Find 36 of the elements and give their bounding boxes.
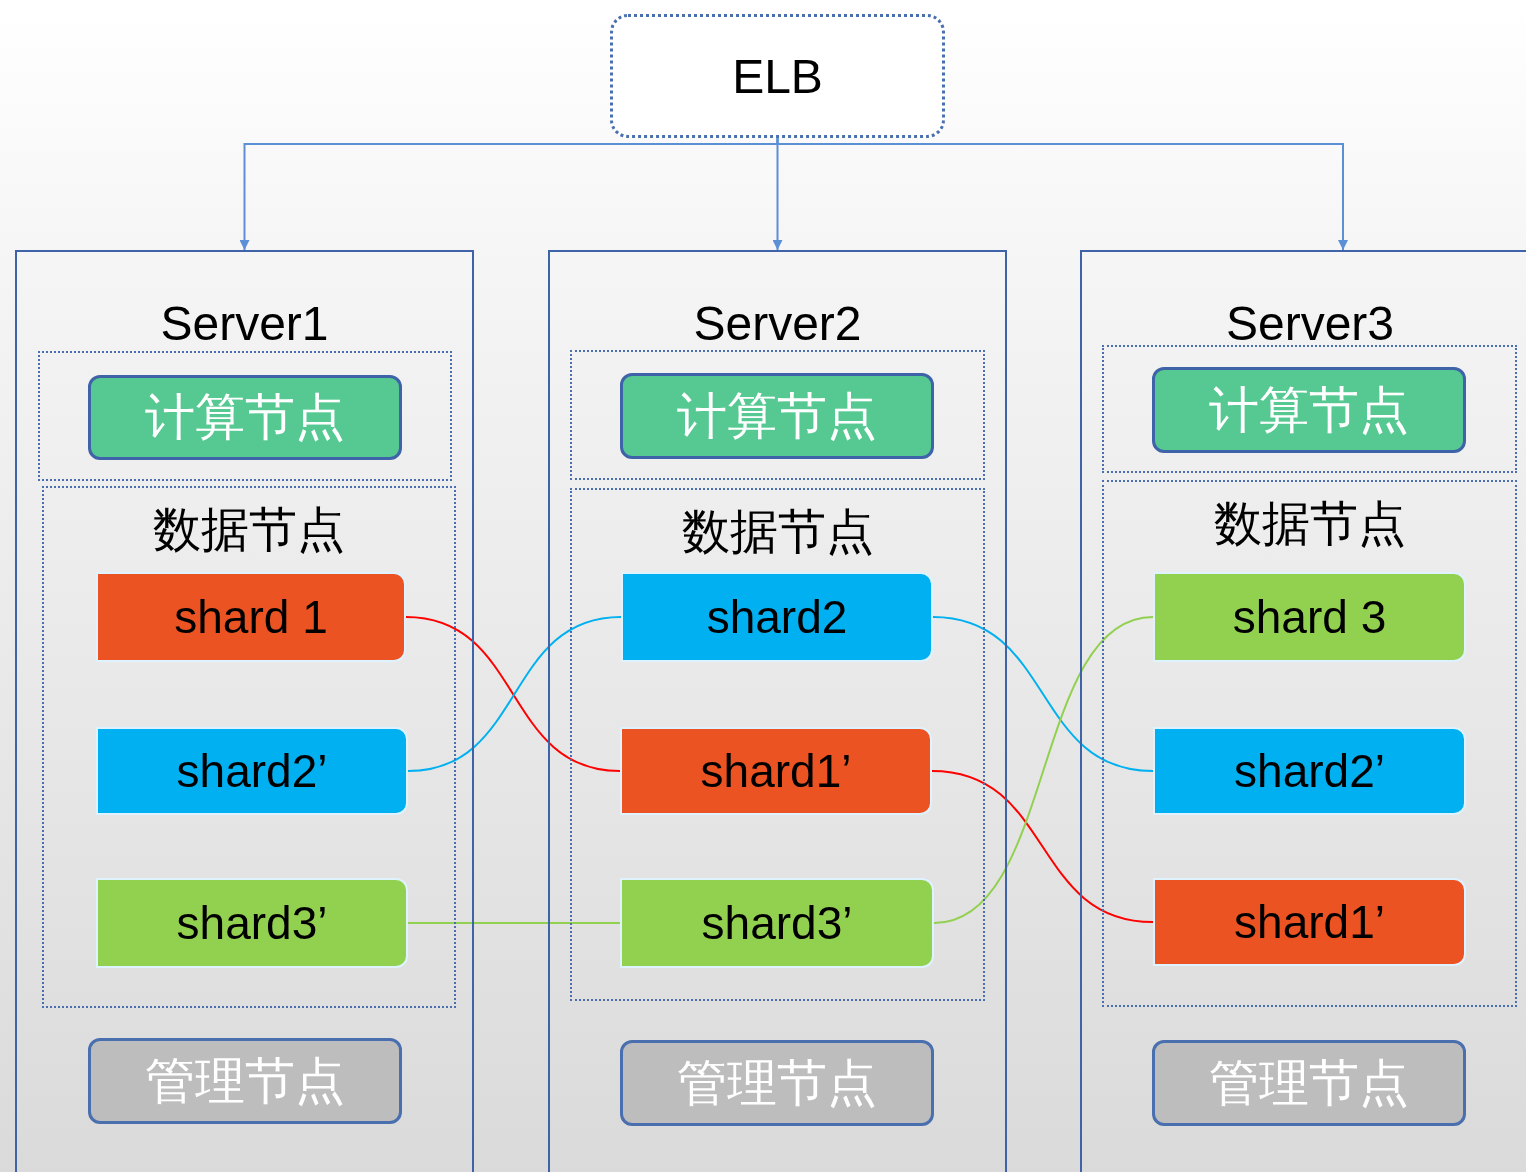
management-node-box: 管理节点: [88, 1038, 402, 1124]
compute-node-box: 计算节点: [1152, 367, 1466, 453]
data-group-box: [570, 488, 985, 1001]
group-title: 数据节点: [152, 506, 346, 554]
compute-group-box: [38, 351, 452, 481]
connector-line: [933, 616, 1154, 924]
server-box: [15, 250, 474, 1172]
server-title: Server3: [1224, 300, 1396, 348]
shard-box: shard1’: [1153, 878, 1466, 966]
shard-box: shard3’: [620, 878, 934, 968]
arrow: [776, 137, 1348, 251]
group-title: 数据节点: [1212, 500, 1407, 548]
connector-line: [931, 770, 1154, 923]
shard-box: shard2: [621, 572, 933, 662]
compute-node-box: 计算节点: [620, 373, 934, 459]
shard-box: shard2’: [96, 727, 408, 815]
group-title: 数据节点: [680, 508, 875, 556]
shard-box: shard3’: [96, 878, 408, 968]
shard-box: shard1’: [620, 727, 932, 815]
shard-box: shard2’: [1153, 727, 1466, 815]
data-group-box: [42, 486, 456, 1008]
connector-line: [932, 616, 1154, 772]
server-box: [1080, 250, 1526, 1172]
management-node-box: 管理节点: [620, 1040, 934, 1126]
compute-group-box: [1102, 345, 1517, 473]
server-box: [548, 250, 1007, 1172]
shard-box: shard 1: [96, 572, 406, 662]
compute-group-box: [570, 350, 985, 480]
data-group-box: [1102, 480, 1517, 1007]
shard-box: shard 3: [1153, 572, 1466, 662]
server-title: Server2: [692, 300, 863, 348]
compute-node-box: 计算节点: [88, 375, 402, 460]
server-title: Server1: [159, 300, 330, 348]
connector-line: [407, 922, 621, 924]
load-balancer-box: ELB: [610, 14, 945, 138]
management-node-box: 管理节点: [1152, 1040, 1466, 1126]
